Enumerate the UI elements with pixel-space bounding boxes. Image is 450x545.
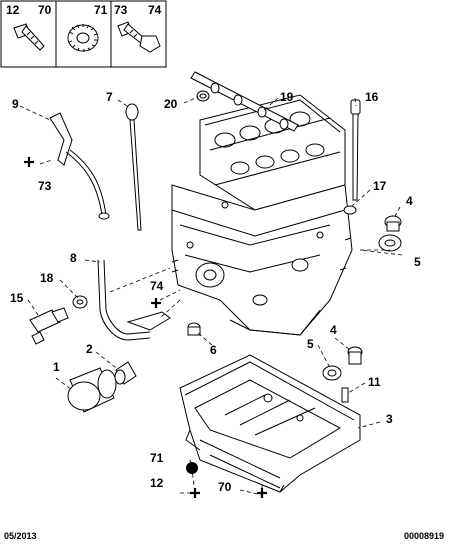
fuel-rail bbox=[190, 71, 299, 132]
oil-pan-3 bbox=[179, 354, 361, 493]
plug-6 bbox=[187, 322, 201, 336]
callout-2: 2 bbox=[86, 342, 93, 356]
callout-20: 20 bbox=[164, 97, 178, 111]
callout-4-lower: 4 bbox=[330, 323, 337, 337]
fitting-2 bbox=[114, 361, 137, 385]
dipstick-16 bbox=[350, 99, 361, 201]
callout-1: 1 bbox=[53, 360, 60, 374]
callout-74: 74 bbox=[150, 279, 164, 293]
washer-5-upper bbox=[378, 234, 402, 252]
callout-18: 18 bbox=[40, 271, 54, 285]
cross-70-marker bbox=[257, 488, 267, 498]
callout-3: 3 bbox=[386, 412, 393, 426]
bolt-icon bbox=[13, 23, 45, 51]
stud-11 bbox=[341, 387, 349, 403]
header-box-washer: 71 bbox=[55, 0, 112, 68]
header-label-71: 71 bbox=[94, 3, 108, 17]
dipstick-guide-9 bbox=[49, 112, 110, 220]
header-label-12: 12 bbox=[6, 3, 20, 17]
washer-18 bbox=[72, 295, 88, 309]
callout-17: 17 bbox=[373, 179, 387, 193]
tube-8 bbox=[97, 259, 171, 341]
cross-73-marker bbox=[24, 157, 34, 167]
seal-ring-20 bbox=[196, 90, 210, 102]
callout-8: 8 bbox=[70, 251, 77, 265]
serrated-washer-icon bbox=[67, 24, 99, 52]
callout-70: 70 bbox=[218, 480, 232, 494]
header-label-74: 74 bbox=[148, 3, 162, 17]
dipstick-7 bbox=[125, 103, 142, 231]
footer-reference: 00008919 bbox=[403, 531, 444, 541]
callout-5-upper: 5 bbox=[414, 255, 421, 269]
header-box-bolt: 12 70 bbox=[0, 0, 57, 68]
leader-lines bbox=[19, 96, 403, 496]
callout-labels: 9 7 20 19 16 73 17 4 8 5 18 74 15 6 4 1 … bbox=[10, 90, 421, 494]
callout-7: 7 bbox=[106, 90, 113, 104]
callout-16: 16 bbox=[365, 90, 379, 104]
callout-4-upper: 4 bbox=[406, 194, 413, 208]
header-label-70: 70 bbox=[38, 3, 52, 17]
cross-12-marker bbox=[190, 488, 200, 498]
callout-19: 19 bbox=[280, 90, 294, 104]
cross-markers bbox=[24, 157, 267, 498]
seal-17 bbox=[343, 205, 357, 215]
callout-73: 73 bbox=[38, 179, 52, 193]
plug-4-lower bbox=[347, 346, 363, 365]
plug-4-upper bbox=[384, 215, 402, 232]
oil-filter-1 bbox=[67, 367, 117, 413]
footer-date: 05/2013 bbox=[4, 531, 37, 541]
callout-12: 12 bbox=[150, 476, 164, 490]
callout-9: 9 bbox=[12, 97, 19, 111]
cross-74-marker bbox=[151, 298, 161, 308]
callout-5-lower: 5 bbox=[307, 337, 314, 351]
washer-5-lower bbox=[322, 365, 342, 381]
callout-15: 15 bbox=[10, 291, 24, 305]
sensor-15 bbox=[29, 307, 69, 345]
bolt-with-washer-icon bbox=[117, 21, 161, 53]
callout-11: 11 bbox=[368, 375, 381, 389]
callout-71: 71 bbox=[150, 451, 164, 465]
callout-6: 6 bbox=[210, 343, 217, 357]
engine-block bbox=[171, 94, 353, 336]
header-box-bolt-washer: 73 74 bbox=[110, 0, 167, 68]
header-label-73: 73 bbox=[114, 3, 128, 17]
